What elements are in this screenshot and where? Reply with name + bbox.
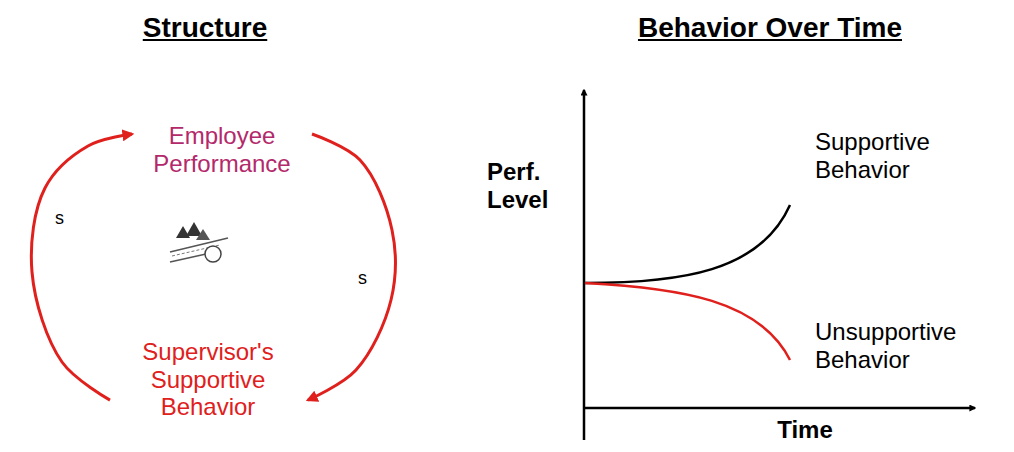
link-polarity: s — [55, 208, 64, 229]
curve-label: Unsupportive Behavior — [815, 318, 1005, 373]
axis-label: Perf. Level — [487, 158, 577, 213]
causal-link — [308, 134, 395, 400]
link-polarity: s — [358, 268, 367, 289]
curve-label: Supportive Behavior — [815, 128, 990, 183]
causal-link — [31, 134, 132, 400]
section-heading: Structure — [100, 12, 310, 44]
supportive-curve — [585, 205, 790, 283]
unsupportive-curve — [585, 283, 790, 360]
axis-label: Time — [740, 416, 870, 444]
loop-icon — [170, 222, 228, 262]
section-heading: Behavior Over Time — [570, 12, 970, 44]
variable-name: Supervisor's Supportive Behavior — [113, 338, 303, 421]
loop-variable: Supervisor's Supportive Behavior — [113, 338, 303, 421]
loop-variable: Employee Performance — [137, 122, 307, 177]
variable-name: Employee Performance — [137, 122, 307, 177]
